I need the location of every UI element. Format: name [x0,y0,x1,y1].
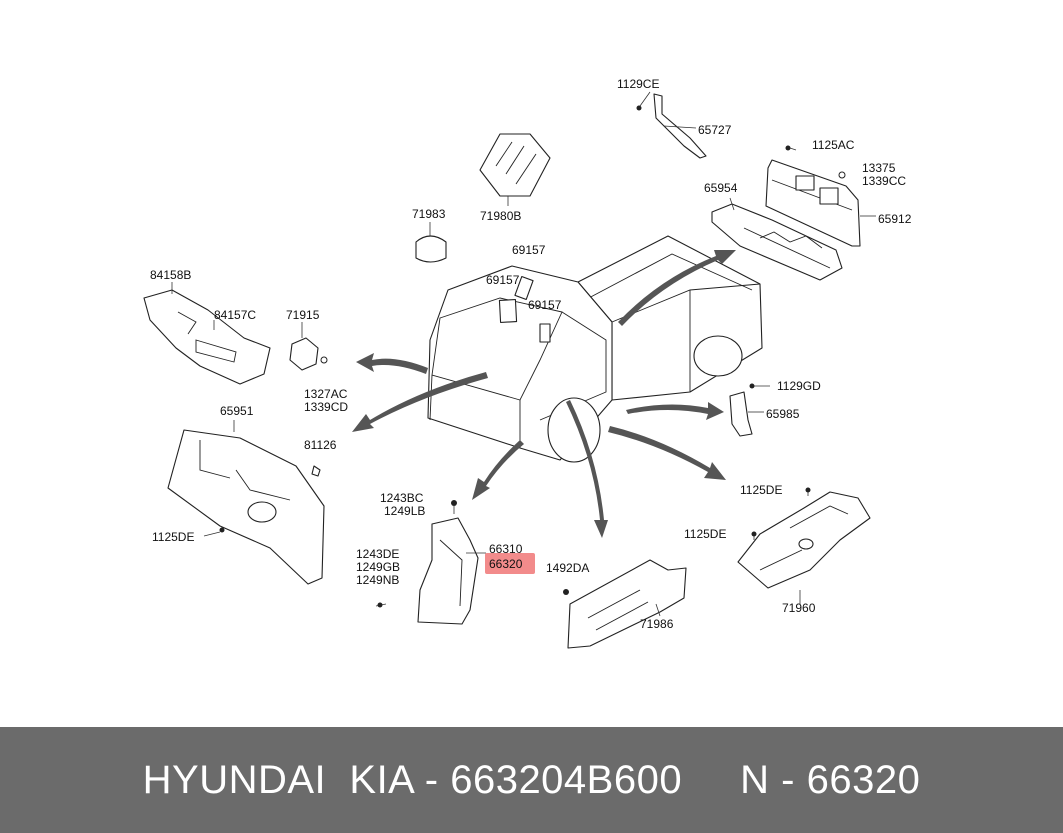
footer-spacer [682,758,740,803]
truck-illustration [427,235,763,463]
label-1327AC: 1327AC [304,387,348,401]
label-65985: 65985 [766,407,800,421]
label-1125DE-left: 1125DE [152,530,194,544]
part-71960 [737,487,871,604]
part-65727 [636,91,707,159]
parts-diagram: 1129CE 65727 1125AC 13375 1339CC 65954 6… [143,77,912,649]
part-71986 [563,559,687,649]
label-71960: 71960 [782,601,816,615]
label-66310: 66310 [489,542,523,556]
label-69157-left: 69157 [486,273,520,287]
part-65912 [765,145,876,247]
label-1129CE: 1129CE [617,77,659,91]
label-65727: 65727 [698,123,732,137]
label-1243BC: 1243BC [380,491,424,505]
label-71986: 71986 [640,617,674,631]
label-71983: 71983 [412,207,446,221]
label-1125AC: 1125AC [812,138,855,152]
label-65951: 65951 [220,404,254,418]
label-69157-right: 69157 [528,298,562,312]
footer-reference: N - 66320 [740,757,921,802]
label-84158B: 84158B [150,268,191,282]
part-66320 [375,500,486,625]
label-69157-top: 69157 [512,243,546,257]
diagram-canvas: 1129CE 65727 1125AC 13375 1339CC 65954 6… [143,77,912,649]
label-65954: 65954 [704,181,738,195]
label-1125DE-lower: 1125DE [684,527,726,541]
label-1339CD: 1339CD [304,400,348,414]
label-84157C: 84157C [214,308,256,322]
label-1243DE: 1243DE [356,547,399,561]
label-1492DA: 1492DA [546,561,589,575]
label-1249LB: 1249LB [384,504,425,518]
pointer-arrows [352,250,736,538]
label-1249NB: 1249NB [356,573,399,587]
label-1129GD: 1129GD [777,379,821,393]
label-13375: 13375 [862,161,896,175]
part-65985 [729,383,770,437]
label-1339CC: 1339CC [862,174,906,188]
part-71915 [289,322,328,371]
part-71980B [479,133,551,206]
label-81126: 81126 [304,438,337,452]
label-65912: 65912 [878,212,912,226]
label-66320: 66320 [489,557,523,571]
footer-bar: HYUNDAI KIA - 663204B600 N - 66320 [0,727,1063,833]
part-84158B [143,282,271,385]
part-65954 [711,197,843,281]
footer-part-number: HYUNDAI KIA - 663204B600 [142,757,683,802]
label-71915: 71915 [286,308,320,322]
part-labels: 1129CE 65727 1125AC 13375 1339CC 65954 6… [150,77,912,631]
label-71980B: 71980B [480,209,521,223]
highlight-66320 [485,553,535,574]
part-71983 [415,222,447,263]
label-1125DE-upper: 1125DE [740,483,782,497]
part-65951 [167,420,325,585]
label-1249GB: 1249GB [356,560,400,574]
